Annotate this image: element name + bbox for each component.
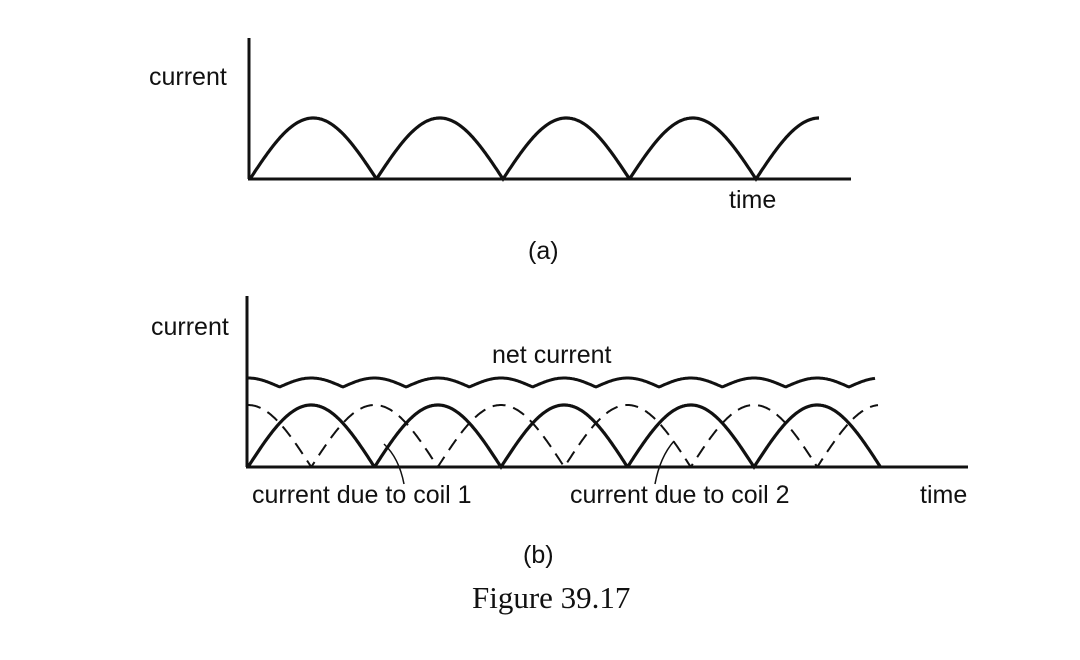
panel-a-y-label: current xyxy=(149,63,227,91)
panel-b-x-label: time xyxy=(920,481,967,509)
panel-b-coil-2-curve xyxy=(248,404,879,469)
panel-a-sublabel: (a) xyxy=(528,237,559,265)
panel-b-y-label: current xyxy=(151,313,229,341)
figure-caption: Figure 39.17 xyxy=(472,580,630,615)
panel-b-coil-2-current xyxy=(248,404,879,469)
panel-a-rectified-current xyxy=(248,116,819,182)
panel-a-x-label: time xyxy=(729,186,776,214)
panel-b-coil-2-label: current due to coil 2 xyxy=(570,481,790,509)
panel-b-net-label: net current xyxy=(492,341,612,369)
panel-a-arch-curve xyxy=(248,116,819,182)
panel-b: current net current current due to coil … xyxy=(151,296,968,569)
panel-b-net-current xyxy=(248,376,876,389)
panel-a: current time (a) xyxy=(149,38,851,265)
panel-b-coil-1-current xyxy=(246,403,882,470)
panel-b-coil-1-label: current due to coil 1 xyxy=(252,481,472,509)
panel-b-sublabel: (b) xyxy=(523,541,554,569)
coil-2-leader-line xyxy=(654,440,675,485)
panel-b-coil-1-curve xyxy=(246,403,882,470)
coil-1-leader-line xyxy=(383,443,405,485)
